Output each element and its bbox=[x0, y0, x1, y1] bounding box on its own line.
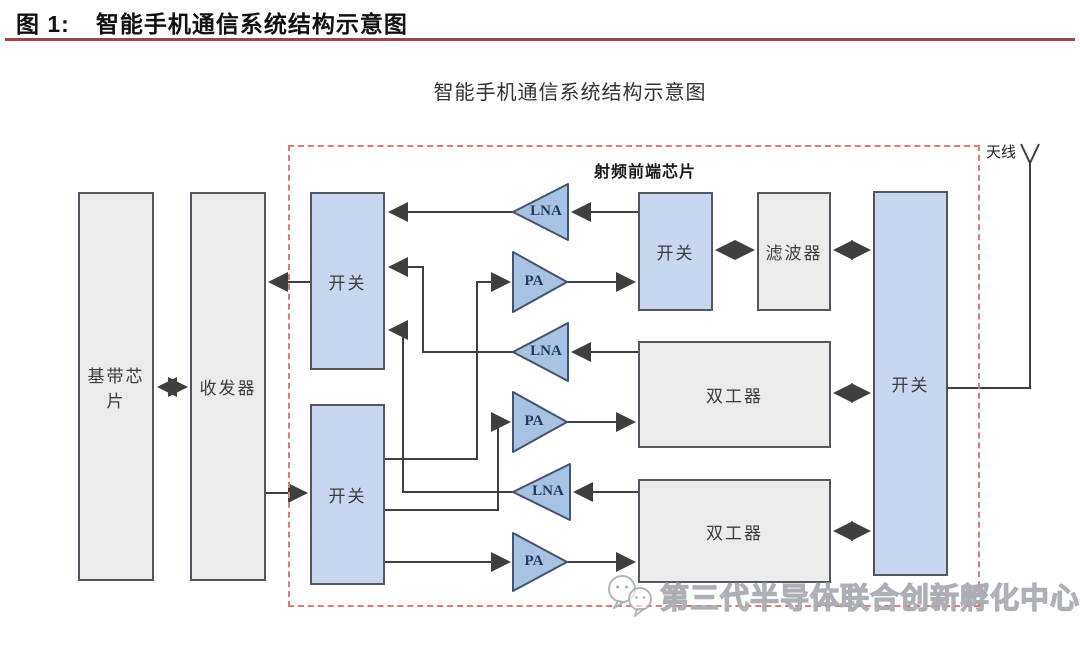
block-duplexer-upper: 双工器 bbox=[638, 341, 831, 448]
pa3-label: PA bbox=[524, 553, 544, 569]
lna1-triangle bbox=[512, 183, 569, 241]
pa3-triangle bbox=[512, 532, 568, 592]
antenna-icon bbox=[1020, 143, 1040, 166]
block-transceiver: 收发器 bbox=[190, 192, 266, 581]
lna3-triangle bbox=[512, 463, 571, 521]
block-switch-antenna: 开关 bbox=[873, 191, 948, 576]
wire-lna3-switchrx bbox=[388, 320, 513, 493]
block-switch-rx-label: 开关 bbox=[328, 273, 367, 293]
pa2-triangle bbox=[512, 391, 568, 453]
block-baseband-label: 基带芯片 bbox=[87, 366, 145, 411]
block-filter: 滤波器 bbox=[757, 192, 831, 311]
diagram-title: 智能手机通信系统结构示意图 bbox=[433, 82, 707, 104]
figure-number: 图 1: bbox=[16, 11, 70, 37]
block-switch-rx: 开关 bbox=[310, 192, 385, 370]
block-baseband: 基带芯片 bbox=[78, 192, 154, 581]
lna2-label: LNA bbox=[530, 343, 562, 359]
lna2-triangle bbox=[512, 322, 569, 382]
block-switch-filter-label: 开关 bbox=[656, 244, 695, 263]
pa2-label: PA bbox=[524, 413, 544, 429]
block-duplexer-lower: 双工器 bbox=[638, 479, 831, 583]
header-divider bbox=[5, 38, 1075, 41]
block-switch-tx: 开关 bbox=[310, 404, 385, 585]
figure-title: 智能手机通信系统结构示意图 bbox=[95, 11, 408, 37]
block-switch-filter: 开关 bbox=[638, 192, 713, 311]
block-transceiver-label: 收发器 bbox=[199, 379, 257, 398]
figure-header: 图 1: 智能手机通信系统结构示意图 bbox=[16, 5, 408, 39]
wire-switchtx-pa1 bbox=[384, 272, 511, 460]
block-switch-antenna-label: 开关 bbox=[891, 376, 930, 395]
pa1-label: PA bbox=[524, 273, 544, 289]
block-filter-label: 滤波器 bbox=[765, 244, 823, 263]
block-duplexer-upper-label: 双工器 bbox=[706, 387, 763, 406]
block-duplexer-lower-label: 双工器 bbox=[706, 523, 763, 543]
rf-front-end-label: 射频前端芯片 bbox=[594, 164, 697, 181]
watermark-text: 第三代半导体联合创新孵化中心 bbox=[659, 582, 1080, 615]
wire-switchant-antenna bbox=[948, 163, 1031, 389]
lna1-label: LNA bbox=[530, 203, 562, 219]
wechat-chat-bubbles-icon bbox=[608, 575, 652, 617]
antenna-label: 天线 bbox=[986, 144, 1017, 161]
pa1-triangle bbox=[512, 251, 568, 313]
block-switch-tx-label: 开关 bbox=[328, 487, 367, 506]
wire-lna2-switchrx bbox=[388, 257, 513, 353]
wire-switchtx-pa2 bbox=[384, 412, 511, 511]
watermark: 第三代半导体联合创新孵化中心 bbox=[604, 571, 1080, 621]
lna3-label: LNA bbox=[532, 483, 564, 499]
